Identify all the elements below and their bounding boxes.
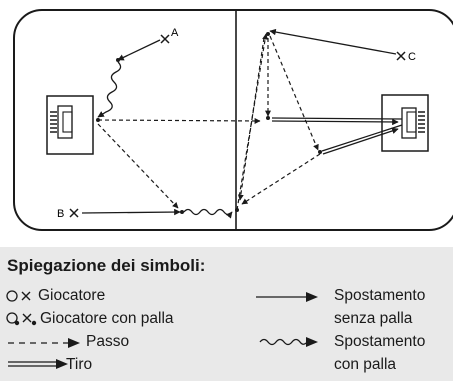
legend-title: Spiegazione dei simboli:: [7, 256, 206, 275]
legend-giocatore: Giocatore: [38, 287, 106, 304]
dribble-arrow-icon: [259, 337, 318, 347]
legend-panel: Spiegazione dei simboli: Giocatore Gioca…: [0, 247, 453, 381]
player-a-label: A: [171, 27, 179, 39]
dribble-bottom: [183, 208, 233, 219]
legend-spostamento-con-palla-2: con palla: [334, 356, 397, 373]
legend-giocatore-con-palla: Giocatore con palla: [40, 310, 174, 327]
shot-1: [271, 117, 403, 126]
pass-line-2: [97, 123, 179, 209]
dribble-top: [97, 61, 122, 118]
run-c-to-point: [269, 28, 397, 55]
run-b-to-point: [81, 208, 181, 216]
player-c-label: C: [408, 51, 416, 63]
shot-arrow-icon: [8, 359, 68, 369]
legend-spostamento-con-palla-1: Spostamento: [334, 333, 426, 350]
legend-spostamento-senza-palla-2: senza palla: [334, 310, 413, 327]
pass-line-7: [241, 153, 321, 205]
left-goal: [46, 95, 94, 155]
pass-arrow-icon: [8, 338, 80, 348]
legend-passo: Passo: [86, 333, 130, 350]
player-with-ball-icon: [6, 312, 37, 326]
pass-line-3: [236, 33, 269, 211]
pass-line-1: [97, 117, 261, 124]
pass-line-6: [237, 37, 265, 201]
run-a-to-point: [117, 39, 161, 61]
field-diagram: A B C: [13, 9, 453, 231]
right-goal: [381, 94, 429, 152]
legend-spostamento-senza-palla-1: Spostamento: [334, 287, 426, 304]
legend-tiro: Tiro: [66, 356, 93, 373]
player-b-label: B: [57, 208, 64, 220]
run-arrow-icon: [256, 292, 318, 302]
field-outline: [13, 9, 453, 231]
player-a: A: [160, 27, 179, 44]
shot-2: [321, 124, 403, 155]
ball-points: [96, 32, 322, 214]
player-b: B: [57, 208, 79, 220]
player-c: C: [396, 51, 416, 63]
player-symbol-icon: [6, 290, 31, 302]
